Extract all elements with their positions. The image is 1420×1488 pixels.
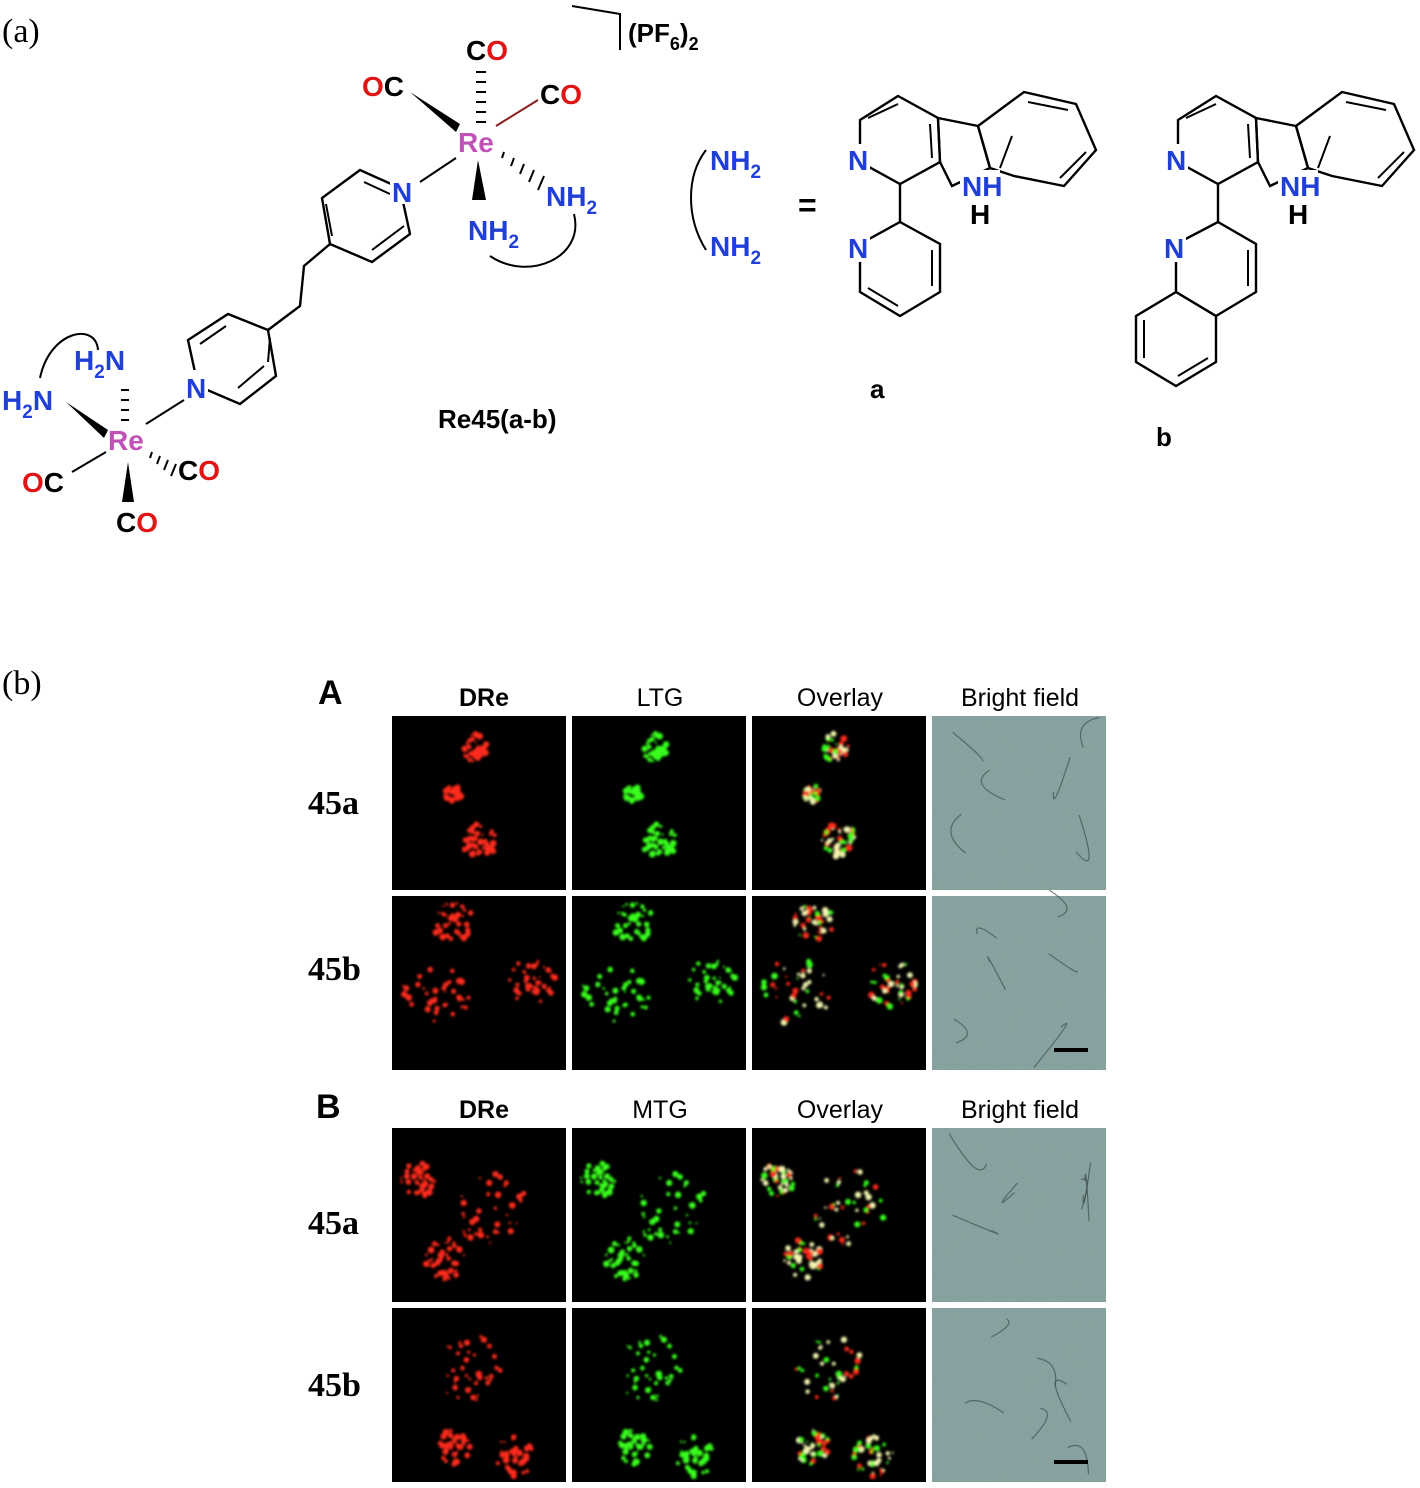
svg-text:H: H (1288, 199, 1308, 230)
section-b-header-dre: DRe (459, 1096, 509, 1124)
panel-b: (b) A DRe LTG Overlay Bright field 45a 4… (2, 665, 1106, 1482)
upper-oc-left-bond (410, 92, 460, 132)
section-b-letter: B (316, 1088, 341, 1126)
lower-co-right-bond (149, 451, 177, 477)
upper-pyridine: N (320, 168, 414, 264)
lower-oc-left: OC (22, 467, 64, 498)
upper-nh2-bottom: NH2 (468, 215, 519, 253)
upper-oc-left: OC (362, 71, 404, 102)
micrograph-A-45b-overlay (752, 896, 926, 1070)
section-b-row-45a: 45a (308, 1205, 359, 1242)
section-a-header-overlay: Overlay (797, 684, 884, 712)
lower-pyridine-n: N (186, 373, 206, 404)
upper-co-right: CO (540, 79, 582, 110)
lower-h2n-top: H2N (74, 345, 125, 383)
micrograph-A-45a-bright (932, 716, 1106, 890)
lower-nh2-left-bond (66, 402, 108, 438)
section-a-row-45a: 45a (308, 785, 359, 822)
upper-nh2-right: NH2 (546, 181, 597, 219)
micrograph-A-45b-bright (932, 889, 1106, 1070)
section-b-header-mtg: MTG (632, 1096, 688, 1124)
equals-sign: = (798, 187, 817, 223)
svg-text:N: N (848, 233, 868, 264)
lower-co-bottom: CO (116, 507, 158, 538)
section-a-header-ltg: LTG (637, 684, 684, 712)
upper-nh2-bottom-bond (472, 160, 486, 200)
panel-a-label: (a) (2, 13, 40, 50)
section-a-row-45b: 45b (308, 951, 361, 988)
section-a-header-dre: DRe (459, 684, 509, 712)
complex-name: Re45(a-b) (438, 404, 556, 434)
upper-re-atom: Re (458, 127, 494, 158)
upper-re-center: Re CO OC CO NH2 NH2 (362, 35, 597, 268)
lower-chelate-arc (39, 333, 99, 379)
counterion-bracket (571, 5, 621, 50)
lower-re-center: Re H2N H2N OC CO CO (2, 333, 220, 538)
ligand-a-label: a (870, 374, 885, 404)
panel-a: (a) (PF6)2 Re CO OC CO NH2 (2, 5, 1416, 538)
ethylene-bridge (267, 243, 331, 331)
lower-co-bottom-bond (122, 462, 134, 502)
micrograph-B-45b-bright (932, 1308, 1106, 1482)
generic-ligand: NH2 NH2 = (690, 145, 817, 269)
micrograph-A-45a-probe (572, 716, 746, 890)
micrograph-B-45b-probe (572, 1308, 746, 1482)
section-b-header-brightfield: Bright field (961, 1096, 1079, 1124)
svg-text:NH: NH (962, 171, 1002, 202)
section-a-header-brightfield: Bright field (961, 684, 1079, 712)
upper-pyridine-n: N (392, 177, 412, 208)
section-b-header-overlay: Overlay (797, 1096, 884, 1124)
upper-co-right-bond (495, 99, 539, 127)
upper-co-top: CO (466, 35, 508, 66)
micrograph-A-45b-probe (572, 896, 746, 1070)
panel-b-label: (b) (2, 665, 42, 702)
lower-pyridine: N (184, 312, 278, 406)
svg-text:NH: NH (1280, 171, 1320, 202)
section-b-row-45b: 45b (308, 1367, 361, 1404)
ligand-b-label: b (1156, 422, 1172, 452)
svg-text:N: N (848, 145, 868, 176)
lower-oc-left-bond (71, 451, 107, 473)
svg-text:NH2: NH2 (710, 145, 761, 183)
upper-co-top-bond (476, 71, 486, 123)
svg-text:H: H (970, 199, 990, 230)
lower-re-atom: Re (108, 425, 144, 456)
svg-text:NH2: NH2 (710, 231, 761, 269)
counterion: (PF6)2 (628, 18, 699, 54)
lower-nh2-top-bond (121, 389, 129, 421)
lower-re-n-bond (145, 399, 185, 425)
lower-h2n-left: H2N (2, 385, 53, 423)
section-a-letter: A (318, 674, 343, 712)
lower-co-right: CO (178, 455, 220, 486)
micrograph-A-45a-dre (392, 716, 566, 890)
svg-text:N: N (1166, 145, 1186, 176)
micrograph-B-45b-overlay (752, 1308, 926, 1482)
micrograph-B-45a-dre (392, 1128, 566, 1302)
micrograph-A-45b-dre (392, 896, 566, 1070)
micrograph-B-45a-overlay (752, 1128, 926, 1302)
svg-text:N: N (1164, 233, 1184, 264)
upper-chelate-arc (489, 213, 577, 268)
upper-re-n-bond (419, 157, 457, 183)
micrograph-grid (392, 716, 1106, 1482)
micrograph-B-45a-bright (932, 1128, 1106, 1302)
micrograph-A-45a-overlay (752, 716, 926, 890)
micrograph-B-45a-probe (572, 1128, 746, 1302)
upper-nh2-right-bond (501, 151, 545, 191)
ligand-a-structure: NH H N N a (846, 90, 1098, 404)
ligand-b-structure: NH H N N b (1134, 90, 1416, 452)
micrograph-B-45b-dre (392, 1308, 566, 1482)
